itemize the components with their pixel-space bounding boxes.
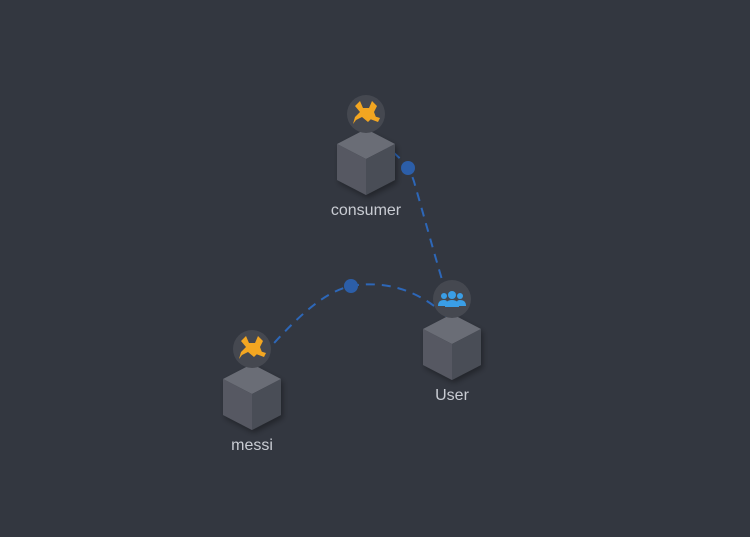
node-label: consumer [331, 202, 402, 219]
node-label: messi [231, 437, 273, 454]
users-icon [438, 291, 466, 307]
edge-consumer-user[interactable] [365, 134, 449, 301]
node-user[interactable]: User [423, 280, 481, 404]
tomcat-icon [353, 101, 380, 124]
icon-badge [433, 280, 471, 318]
edge-dot-messi-user[interactable] [344, 279, 358, 293]
cube-icon [423, 314, 481, 380]
node-consumer[interactable]: consumer [331, 95, 402, 219]
edge-messi-user[interactable] [252, 283, 449, 368]
edges-layer [252, 134, 449, 368]
cube-icon [223, 364, 281, 430]
icon-badge [233, 330, 271, 368]
tomcat-icon [239, 336, 266, 359]
icon-badge [347, 95, 385, 133]
node-messi[interactable]: messi [223, 330, 281, 454]
edge-dot-consumer-user[interactable] [401, 161, 415, 175]
node-label: User [435, 387, 469, 404]
cube-icon [337, 129, 395, 195]
